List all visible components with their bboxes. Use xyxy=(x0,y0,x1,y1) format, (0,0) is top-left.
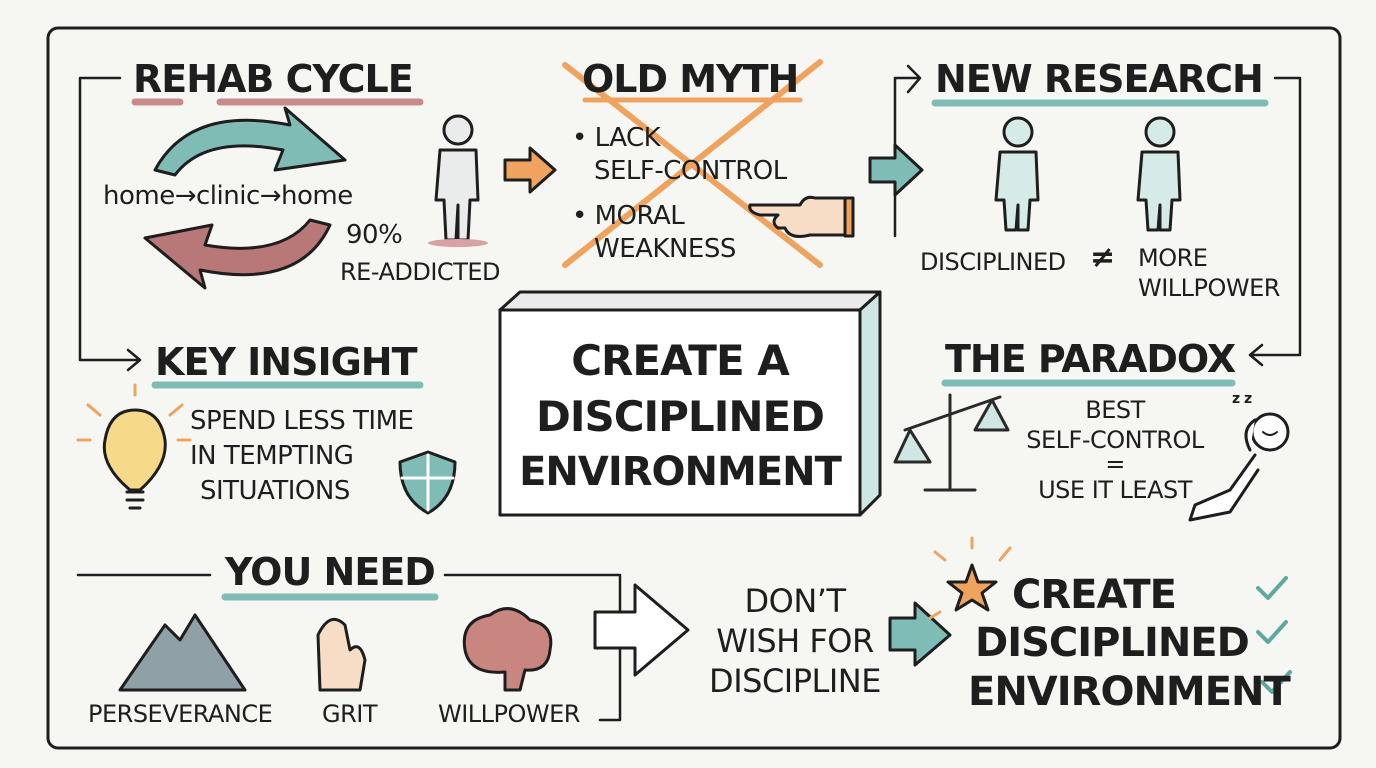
person-icon-myth xyxy=(434,114,480,242)
rehab-flow: home→clinic→home xyxy=(103,181,353,211)
brain-icon xyxy=(462,607,553,692)
sleep-z-icon: z z xyxy=(1232,391,1252,407)
arrow-right-hollow-icon xyxy=(593,583,690,677)
center-box xyxy=(498,290,882,517)
paradox-line-1: BEST xyxy=(1085,396,1145,424)
research-right-2: WILLPOWER xyxy=(1138,274,1280,302)
cycle-arrow-bottom-icon xyxy=(143,218,332,290)
research-right-1: MORE xyxy=(1138,244,1208,272)
insight-line-1: SPEND LESS TIME xyxy=(190,406,414,436)
not-equal-sign: ≠ xyxy=(1090,240,1115,275)
final-line-3: ENVIRONMENT xyxy=(968,669,1291,715)
final-line-1: CREATE xyxy=(1012,572,1177,618)
star-icon xyxy=(946,563,998,612)
insight-title: KEY INSIGHT xyxy=(155,340,418,384)
checkmark-icons xyxy=(1256,576,1292,694)
myth-bullet-1-line2: SELF-CONTROL xyxy=(594,156,787,186)
dont-line-2: WISH FOR xyxy=(716,622,874,660)
myth-bullet-1-line1: LACK xyxy=(594,123,661,153)
flexed-arm-icon xyxy=(316,617,367,692)
myth-bullet-2-line1: MORAL xyxy=(594,201,685,231)
cycle-arrow-top-icon xyxy=(153,106,347,177)
rehab-title: REHAB CYCLE xyxy=(133,57,414,101)
arrow-right-orange-icon xyxy=(503,146,557,194)
myth-bullet-2-line2: WEAKNESS xyxy=(594,234,736,264)
paradox-line-3: USE IT LEAST xyxy=(1038,476,1192,504)
center-line-2: DISCIPLINED xyxy=(535,392,825,441)
myth-bullet-1: • LACK xyxy=(572,123,661,153)
myth-bullet-2: • MORAL xyxy=(572,201,685,231)
dont-line-1: DON’T xyxy=(744,582,846,620)
lightbulb-icon xyxy=(76,383,192,510)
connector-right xyxy=(1248,76,1302,367)
final-line-2: DISCIPLINED xyxy=(975,620,1250,666)
insight-line-3: SITUATIONS xyxy=(200,476,350,506)
need-title: YOU NEED xyxy=(225,550,436,594)
center-line-1: CREATE A xyxy=(571,336,790,385)
dont-line-3: DISCIPLINE xyxy=(709,662,881,700)
person-icon-research-2 xyxy=(1136,116,1182,232)
mountain-icon xyxy=(118,613,247,692)
scale-icon xyxy=(893,393,1010,492)
paradox-equals: = xyxy=(1105,450,1125,478)
need-item-perseverance: PERSEVERANCE xyxy=(88,700,273,728)
connector-left xyxy=(78,76,142,372)
person-icon-research-1 xyxy=(994,116,1040,232)
arrow-right-teal-final-icon xyxy=(888,601,952,667)
research-title: NEW RESEARCH xyxy=(935,57,1264,101)
paradox-line-2: SELF-CONTROL xyxy=(1026,426,1204,454)
outer-frame xyxy=(46,26,1342,750)
research-left: DISCIPLINED xyxy=(920,248,1066,276)
insight-line-2: IN TEMPTING xyxy=(190,441,354,471)
paradox-title: THE PARADOX xyxy=(945,337,1236,381)
need-item-willpower: WILLPOWER xyxy=(438,700,580,728)
myth-title: OLD MYTH xyxy=(582,57,799,101)
need-item-grit: GRIT xyxy=(322,700,378,728)
rehab-stat-label: RE-ADDICTED xyxy=(340,258,501,286)
cross-out-icon xyxy=(562,59,823,268)
pointing-hand-icon xyxy=(748,195,847,238)
center-line-3: ENVIRONMENT xyxy=(519,449,842,495)
relaxing-person-icon xyxy=(1188,412,1290,522)
rehab-stat: 90% xyxy=(346,220,403,250)
arrow-right-teal-icon xyxy=(868,143,924,197)
